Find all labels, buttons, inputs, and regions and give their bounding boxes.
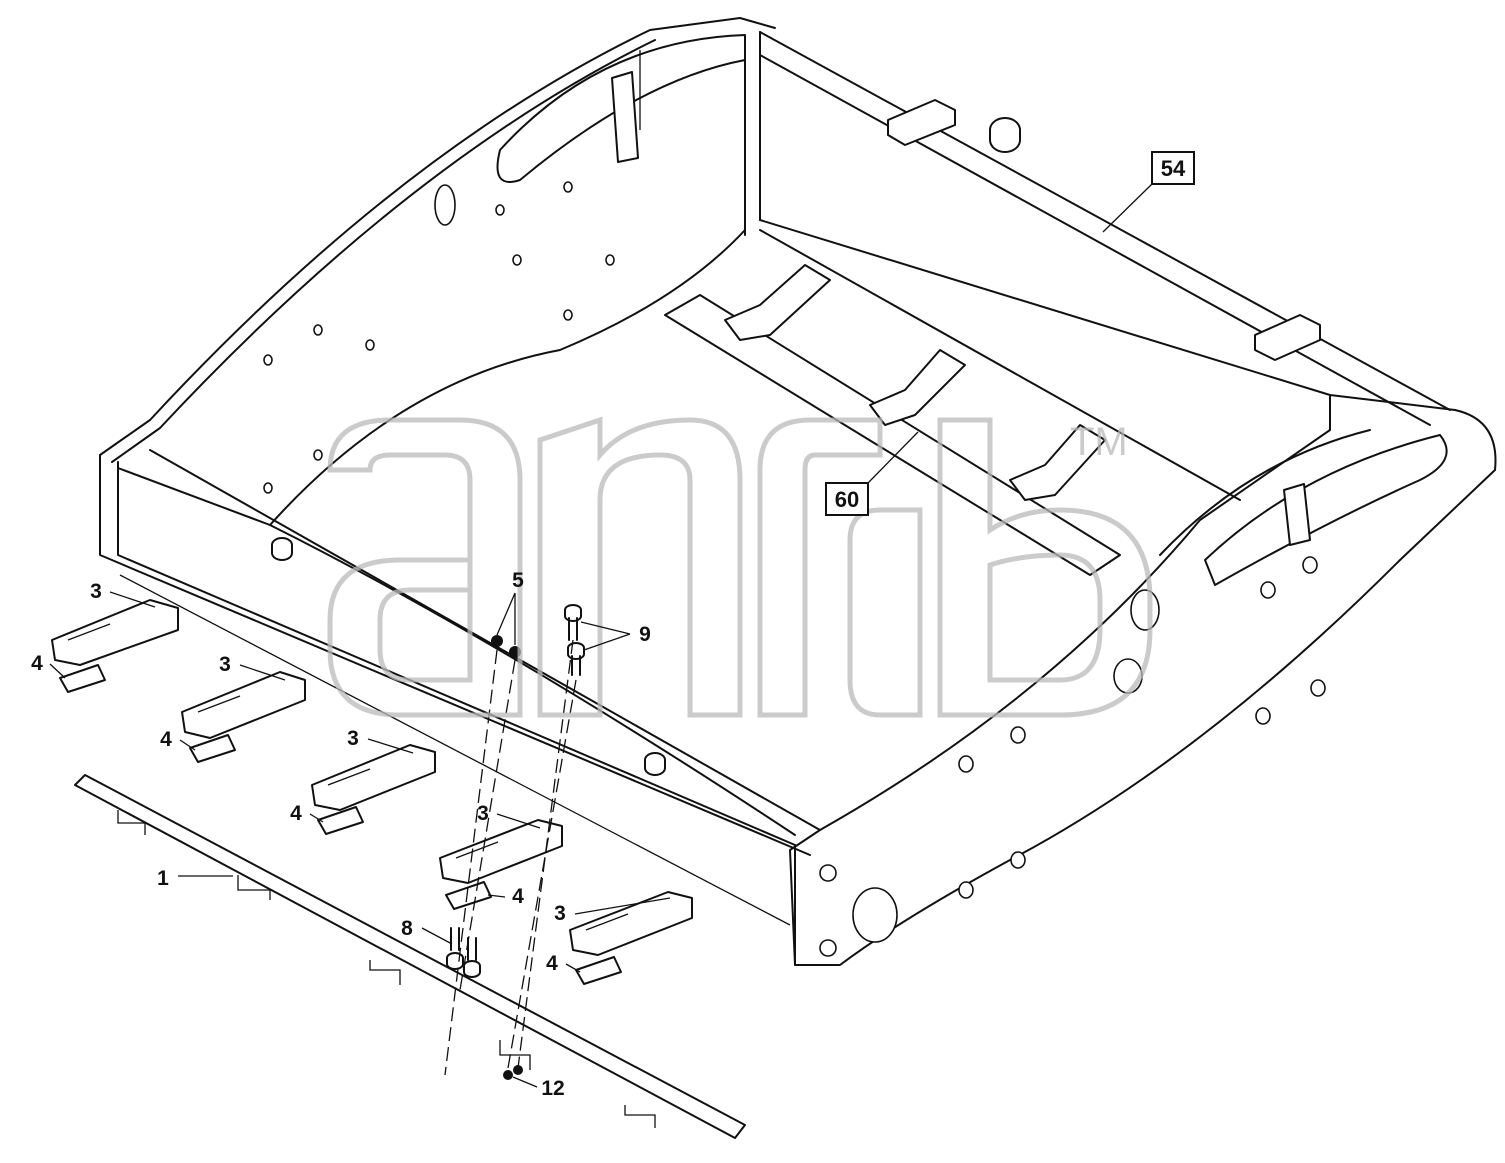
scraper-blade bbox=[74, 774, 746, 1139]
callout-4-b[interactable]: 4 bbox=[160, 728, 196, 751]
callout-4-a[interactable]: 4 bbox=[31, 652, 66, 679]
svg-text:3: 3 bbox=[477, 802, 489, 825]
callout-4-c[interactable]: 4 bbox=[290, 802, 324, 825]
watermark-trademark: TM bbox=[1070, 420, 1128, 464]
svg-text:3: 3 bbox=[554, 902, 566, 925]
roller-frame bbox=[99, 17, 1497, 966]
callout-3-d[interactable]: 3 bbox=[477, 802, 541, 829]
svg-text:4: 4 bbox=[546, 952, 558, 975]
callout-3-c[interactable]: 3 bbox=[347, 727, 414, 754]
callout-5[interactable]: 5 bbox=[496, 569, 524, 645]
svg-text:8: 8 bbox=[401, 917, 413, 940]
svg-text:4: 4 bbox=[512, 885, 524, 908]
callout-9[interactable]: 9 bbox=[580, 621, 651, 651]
svg-text:3: 3 bbox=[90, 580, 102, 603]
callout-12[interactable]: 12 bbox=[512, 1076, 565, 1100]
scraper-arm-set bbox=[51, 599, 693, 985]
svg-text:9: 9 bbox=[639, 623, 651, 646]
svg-text:4: 4 bbox=[290, 802, 302, 825]
svg-text:60: 60 bbox=[835, 487, 859, 512]
svg-text:4: 4 bbox=[31, 652, 43, 675]
callout-8[interactable]: 8 bbox=[401, 917, 453, 945]
svg-text:1: 1 bbox=[157, 867, 169, 890]
callout-4-d[interactable]: 4 bbox=[487, 885, 524, 908]
callout-1[interactable]: 1 bbox=[157, 867, 233, 890]
svg-text:3: 3 bbox=[347, 727, 359, 750]
callout-4-e[interactable]: 4 bbox=[546, 952, 581, 975]
watermark-logo: TM bbox=[327, 416, 1153, 718]
callout-3-a[interactable]: 3 bbox=[90, 580, 156, 608]
svg-text:5: 5 bbox=[512, 569, 524, 592]
svg-text:12: 12 bbox=[541, 1077, 564, 1100]
callout-54[interactable]: 54 bbox=[1102, 151, 1195, 233]
svg-text:3: 3 bbox=[219, 653, 231, 676]
callout-60[interactable]: 60 bbox=[825, 431, 919, 516]
svg-text:4: 4 bbox=[160, 728, 172, 751]
callout-3-e[interactable]: 3 bbox=[554, 897, 671, 925]
svg-text:54: 54 bbox=[1161, 156, 1186, 181]
callout-3-b[interactable]: 3 bbox=[219, 653, 286, 681]
fastener-set bbox=[444, 604, 585, 1080]
